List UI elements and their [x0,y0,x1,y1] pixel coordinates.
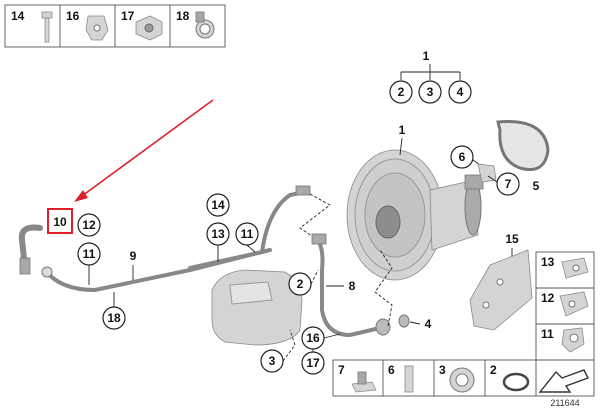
callout-6: 6 [459,150,466,164]
grommet-icon [449,367,475,393]
callout-18: 18 [107,311,121,325]
bolt-icon [41,11,53,43]
bottom-box-label-2: 2 [490,363,497,377]
right-box-label-11: 11 [541,327,554,341]
vacuum-reservoir: 3 [211,269,303,373]
right-box-label-13: 13 [541,255,555,269]
red-pointer-arrow [74,99,214,202]
right-legend: 13 12 11 [535,251,595,361]
left-hose-assembly: 10 12 11 9 18 [18,208,272,330]
top-box-label-16: 16 [66,9,80,23]
bottom-box-label-3: 3 [439,363,446,377]
hose-clamp-icon [195,11,215,39]
callout-8: 8 [349,279,356,293]
middle-pipe-assembly: 14 13 11 [188,185,331,270]
callout-17: 17 [306,356,320,370]
top-box-label-17: 17 [121,9,135,23]
bottom-box-label-7: 7 [338,363,345,377]
direction-arrow-icon [538,369,589,393]
callout-11-left: 11 [83,247,96,261]
highlight-box-10 [47,208,73,234]
top-legend: 14 16 17 18 [4,4,226,48]
callout-13: 13 [211,227,225,241]
callout-1-booster: 1 [399,123,406,137]
callout-3: 3 [269,354,276,368]
callout-bubble-3-group [418,80,442,104]
booster-mount-parts: 6 7 5 [450,120,550,196]
callout-3-group: 3 [427,85,434,99]
callout-4: 4 [425,317,432,331]
holder-clip-icon [561,257,589,279]
pin-icon [404,365,414,393]
callout-2-group: 2 [398,85,405,99]
callout-bubble-2-group [389,80,413,104]
callout-14: 14 [211,198,225,212]
callout-1-group: 1 [423,49,430,63]
callout-2: 2 [297,277,304,291]
bottom-box-label-6: 6 [388,363,395,377]
brake-booster [346,149,484,281]
callout-5: 5 [533,179,540,193]
hex-nut-icon [135,15,163,41]
callout-16: 16 [306,331,320,345]
seal-ring-icon [502,372,530,392]
callout-bubble-4-group [448,80,472,104]
top-box-label-18: 18 [176,9,190,23]
right-box-label-12: 12 [541,291,555,305]
bracket-clip-icon [85,15,109,41]
top-box-label-14: 14 [11,9,25,23]
pipe-clip-icon [561,327,585,353]
document-id: 211644 [550,398,579,408]
booster-hose-assembly: 2 8 16 17 4 [288,233,432,375]
spring-clip-icon [351,371,377,393]
callout-11-mid: 11 [241,227,254,241]
bottom-legend-frame [332,359,595,397]
mounting-bracket-15: 15 [469,232,533,331]
callout-12-left: 12 [82,218,96,232]
callout-7: 7 [505,177,512,191]
callout-10: 10 [53,215,67,229]
callout-9: 9 [130,249,137,263]
group-callout-1: 1 2 3 4 [389,49,472,104]
callout-4-group: 4 [457,85,464,99]
callout-15: 15 [505,232,519,246]
bottom-legend: 7 6 3 2 [332,359,595,397]
mounting-bracket-icon [559,291,589,317]
